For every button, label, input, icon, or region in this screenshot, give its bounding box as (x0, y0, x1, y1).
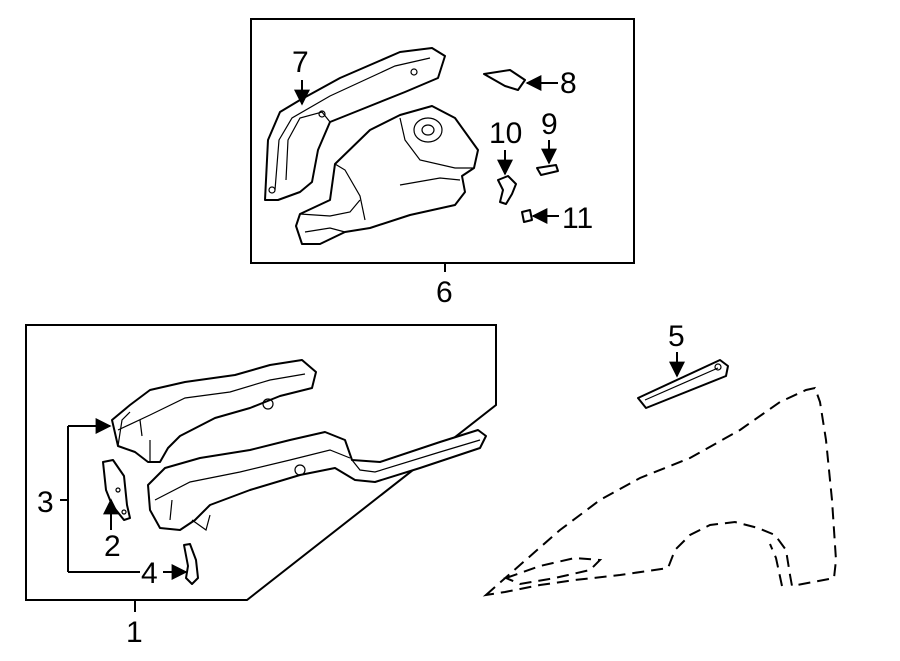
fender-outline (482, 386, 838, 597)
part-9-clip (536, 164, 559, 176)
callout-1: 1 (126, 616, 143, 649)
part-6-wheelhouse-rail (295, 105, 479, 245)
assembly-6-box: 7 8 9 10 11 (250, 18, 635, 264)
callout-9: 9 (541, 108, 558, 141)
callout-6: 6 (436, 276, 453, 309)
assembly-1-box: 3 2 4 (25, 324, 497, 601)
part-10-bracket (497, 175, 517, 205)
callout-8: 8 (560, 67, 577, 100)
callout-7: 7 (292, 46, 309, 79)
part-lower-frame-rail (147, 429, 487, 531)
callout-4: 4 (141, 557, 158, 590)
callout-3: 3 (37, 486, 54, 519)
callout-10: 10 (489, 117, 522, 150)
part-7-apron-bracket (264, 47, 446, 201)
part-11-nut (521, 209, 533, 223)
part-upper-frame-rail (111, 359, 317, 463)
callout-5: 5 (668, 320, 685, 353)
part-5-seal (637, 359, 729, 409)
callout-2: 2 (104, 530, 121, 563)
callout-11: 11 (562, 202, 593, 235)
part-2-bracket (102, 459, 131, 521)
part-8-plate (483, 69, 526, 91)
